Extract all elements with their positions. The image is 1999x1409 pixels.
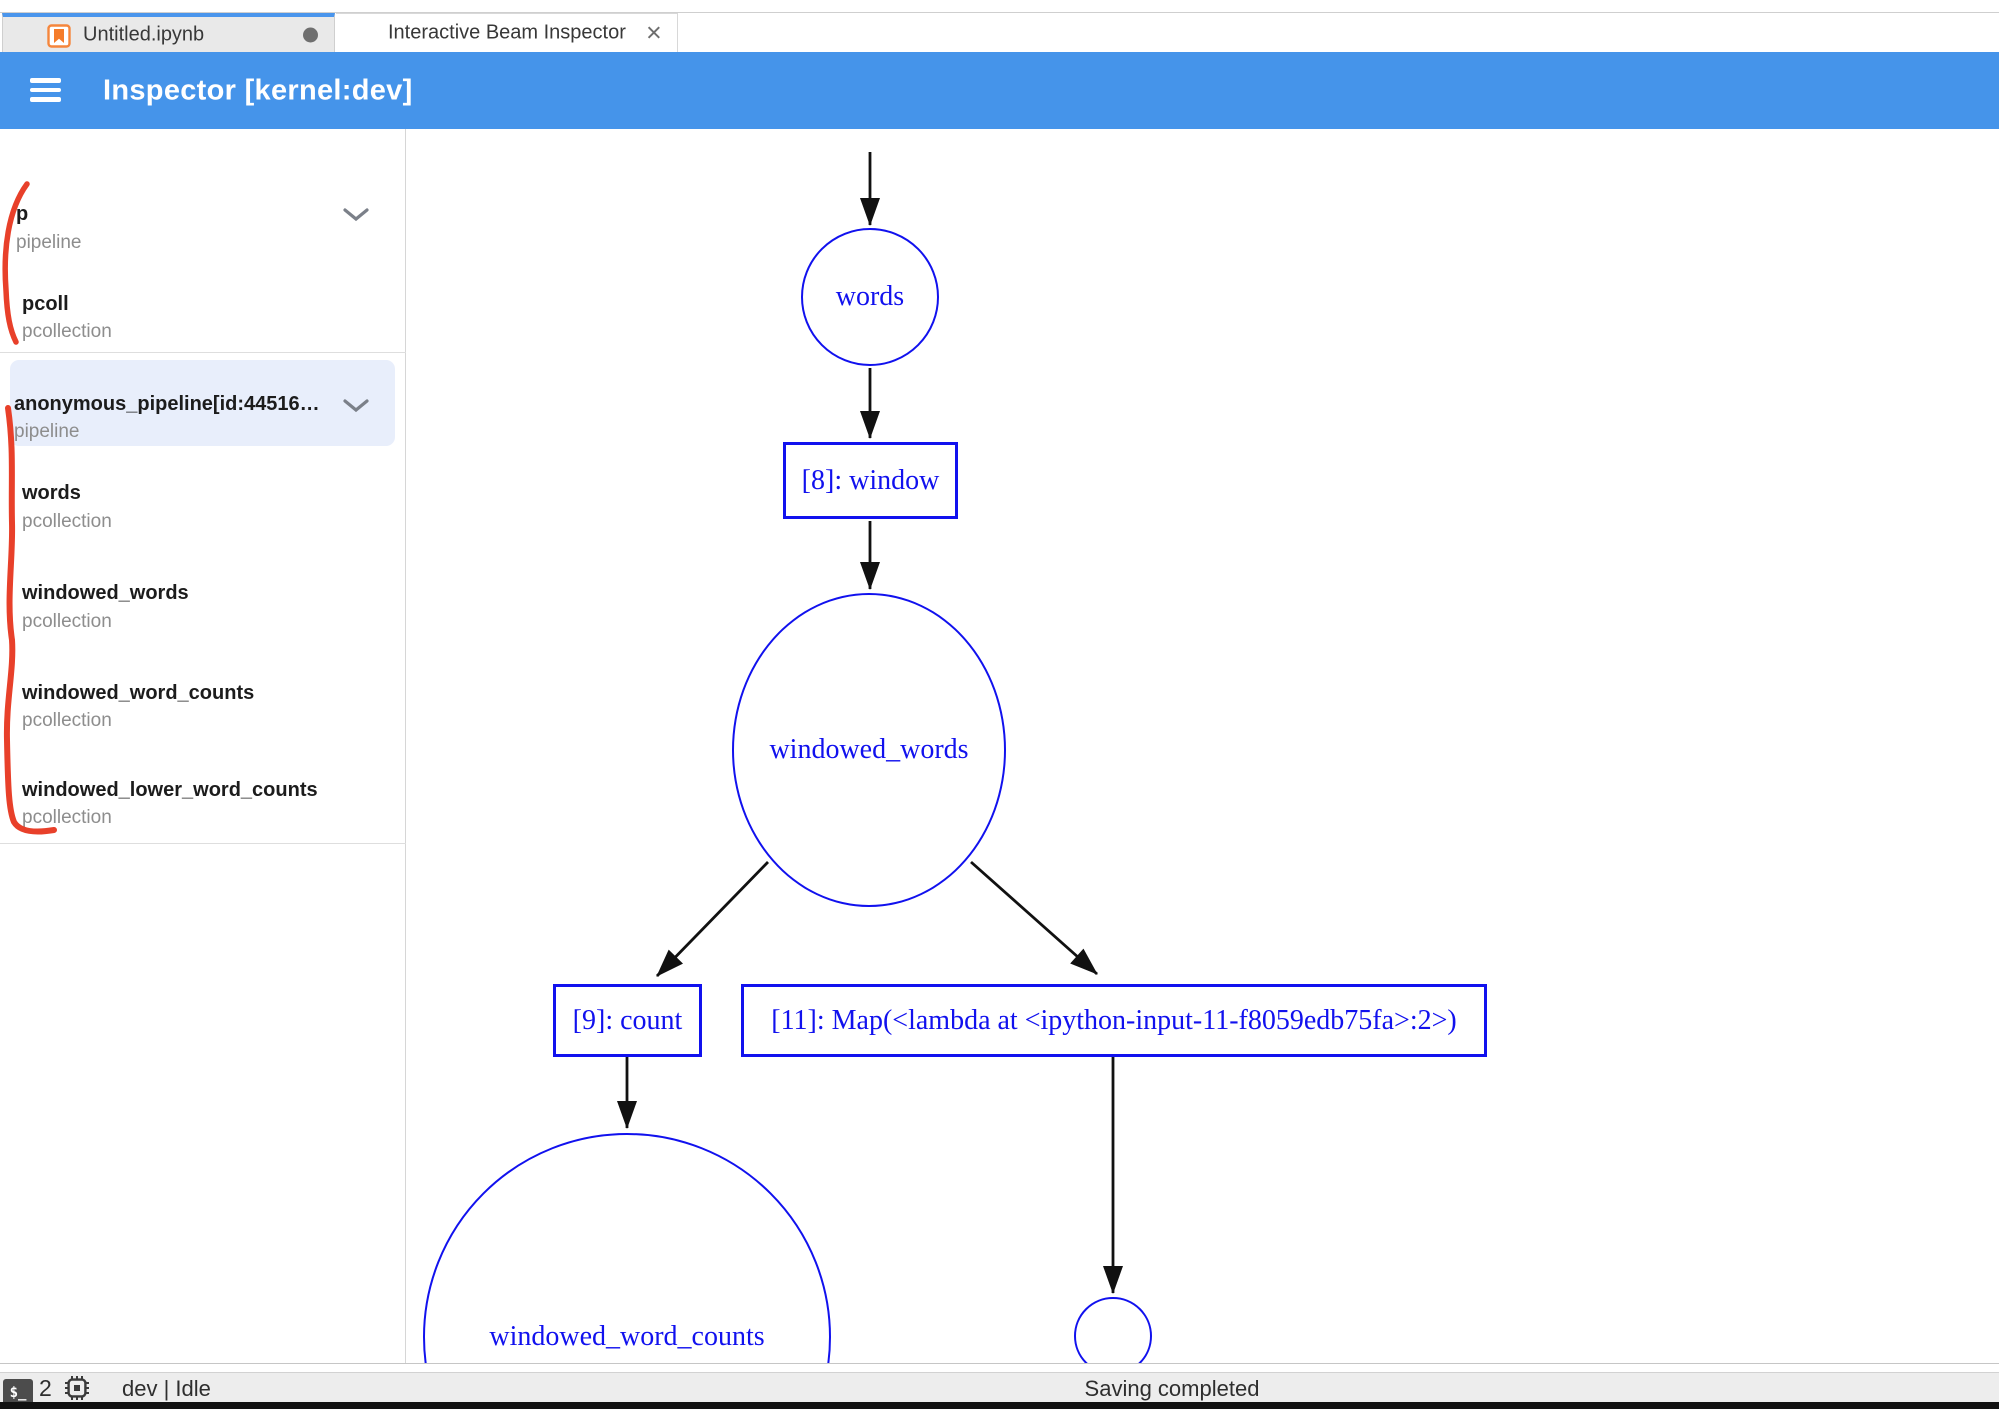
node-label: windowed_word_counts xyxy=(489,1321,765,1352)
sidebar-item-anonymous-pipeline[interactable]: anonymous_pipeline[id:44516… xyxy=(14,393,320,415)
close-icon[interactable]: × xyxy=(646,17,662,48)
node-label: [8]: window xyxy=(801,464,940,496)
node-label: words xyxy=(835,281,905,312)
sidebar-item-type: pcollection xyxy=(22,511,112,532)
sidebar-item-type: pcollection xyxy=(22,710,112,731)
sidebar-item-type: pcollection xyxy=(22,807,112,828)
sidebar-item-words[interactable]: words xyxy=(22,482,81,504)
chevron-down-icon[interactable] xyxy=(343,398,369,414)
unsaved-changes-dot xyxy=(303,27,318,42)
node-label: [11]: Map(<lambda at <ipython-input-11-f… xyxy=(771,1004,1457,1036)
inspector-header: Inspector [kernel:dev] xyxy=(0,52,1999,129)
sidebar-item-windowed-word-counts[interactable]: windowed_word_counts xyxy=(22,682,255,704)
sidebar-divider xyxy=(0,843,406,844)
sidebar-item-pcoll[interactable]: pcoll xyxy=(22,293,69,315)
sidebar-item-type: pipeline xyxy=(16,232,82,253)
status-message: Saving completed xyxy=(1084,1376,1260,1401)
bug-icon[interactable] xyxy=(64,1375,90,1401)
graph-node-windowed-word-counts: windowed_word_counts xyxy=(423,1133,831,1363)
graph-node-count-transform: [9]: count xyxy=(553,984,702,1057)
content-bottom-border xyxy=(0,1363,1999,1364)
graph-node-words: words xyxy=(801,228,939,366)
main-area: p pipeline pcoll pcollection anonymous_p… xyxy=(0,129,1999,1363)
selected-item-highlight xyxy=(10,360,395,446)
terminal-icon[interactable]: $_ xyxy=(3,1379,33,1406)
graph-node-output xyxy=(1074,1297,1152,1363)
node-label: windowed_words xyxy=(769,734,969,765)
node-label: [9]: count xyxy=(572,1004,683,1036)
sidebar-item-p[interactable]: p xyxy=(16,203,29,225)
sidebar-item-windowed-lower-word-counts[interactable]: windowed_lower_word_counts xyxy=(22,779,318,801)
window-bottom-edge xyxy=(0,1402,1999,1409)
tab-untitled-notebook[interactable]: Untitled.ipynb xyxy=(2,13,335,52)
terminal-count: 2 xyxy=(39,1375,52,1401)
status-bar: $_ 2 dev | Idle Saving completed xyxy=(0,1372,1999,1406)
tab-label: Interactive Beam Inspector xyxy=(388,21,626,44)
window-top-strip xyxy=(0,0,1999,13)
graph-node-windowed-words: windowed_words xyxy=(732,593,1006,907)
hamburger-menu-icon[interactable] xyxy=(30,78,61,102)
sidebar-item-windowed-words[interactable]: windowed_words xyxy=(22,582,189,604)
dock-tab-bar: Untitled.ipynb Interactive Beam Inspecto… xyxy=(0,13,1999,52)
graph-node-map-transform: [11]: Map(<lambda at <ipython-input-11-f… xyxy=(741,984,1487,1057)
sidebar-item-type: pipeline xyxy=(14,421,80,442)
graph-node-window-transform: [8]: window xyxy=(783,442,958,519)
tab-label: Untitled.ipynb xyxy=(83,23,205,45)
sidebar-divider xyxy=(0,352,406,353)
tab-interactive-beam-inspector[interactable]: Interactive Beam Inspector × xyxy=(336,13,678,52)
sidebar-item-type: pcollection xyxy=(22,321,112,342)
notebook-icon xyxy=(47,24,71,48)
kernel-status[interactable]: dev | Idle xyxy=(122,1376,211,1401)
chevron-down-icon[interactable] xyxy=(343,207,369,223)
pipeline-sidebar: p pipeline pcoll pcollection anonymous_p… xyxy=(0,129,406,1363)
sidebar-item-type: pcollection xyxy=(22,611,112,632)
page-title: Inspector [kernel:dev] xyxy=(103,74,413,106)
